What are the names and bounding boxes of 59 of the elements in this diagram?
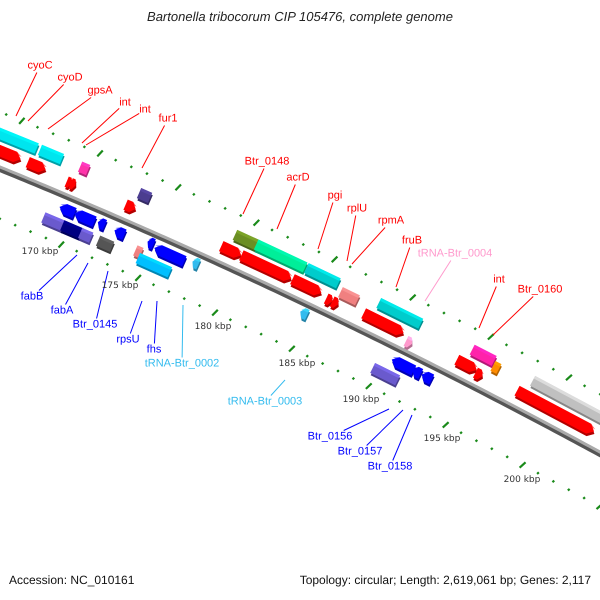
gene-label: tRNA-Btr_0002 [144, 358, 220, 370]
gene-label: int [119, 96, 131, 110]
leader-line [318, 202, 334, 250]
gene-label: cyoD [57, 72, 83, 84]
gene-label: int [493, 274, 505, 286]
leader-line [86, 112, 140, 146]
scale-label: 180 kbp [194, 322, 232, 332]
leader-line [478, 286, 497, 328]
leader-line [352, 227, 386, 264]
leader-line [16, 72, 38, 116]
leader-line [82, 108, 120, 144]
genome-info-text: Topology: circular; Length: 2,619,061 bp; Genes: 2,117 [300, 573, 591, 587]
gene-label: Btr_0145 [72, 318, 118, 332]
gene-label: gpsA [87, 84, 113, 98]
gene-label: Btr_0157 [338, 446, 382, 458]
leader-line [270, 380, 286, 396]
gene-label: tRNA-Btr_0004 [418, 248, 492, 260]
leader-line [346, 215, 356, 262]
leader-line [396, 247, 410, 288]
gene-label: fur1 [158, 112, 178, 126]
leader-line [392, 414, 412, 461]
leader-line [366, 410, 404, 446]
gene-label: pgi [328, 190, 342, 202]
leader-line [28, 84, 64, 122]
leader-line [424, 260, 452, 302]
gene-label: Btr_0158 [368, 460, 412, 474]
scale-label: 170 kbp [22, 247, 58, 257]
leader-line [242, 168, 264, 214]
gene-label: rplU [346, 202, 368, 216]
leader-line [65, 262, 88, 305]
gene-label: rpmA [378, 214, 404, 228]
accession-text: Accession: NC_010161 [9, 573, 134, 587]
gene-label: acrD [286, 172, 310, 184]
gene-label: int [139, 104, 151, 116]
leader-line [492, 296, 534, 336]
leader-line [96, 270, 108, 319]
scale-label: 185 kbp [278, 359, 316, 369]
scale-label: 190 kbp [342, 395, 380, 405]
gene-label: fabB [20, 290, 44, 304]
leader-line [130, 300, 142, 334]
gene-label: Btr_0148 [244, 156, 290, 168]
gene-label: fhs [146, 344, 162, 356]
leader-line [154, 300, 158, 344]
leader-line [48, 97, 92, 130]
scale-label: 195 kbp [424, 434, 460, 444]
scale-label: 200 kbp [504, 475, 540, 485]
title: Bartonella tribocorum CIP 105476, complete genome [146, 9, 454, 24]
leader-line [276, 184, 296, 230]
gene-label: tRNA-Btr_0003 [228, 396, 302, 408]
leader-line [38, 254, 78, 291]
gene-label: rpsU [116, 334, 140, 346]
leader-line [142, 125, 166, 168]
leader-line [343, 408, 390, 431]
gene-label: fabA [50, 304, 74, 318]
gene-label: cyoC [27, 60, 53, 72]
gene-label: fruB [402, 234, 422, 248]
gene-label: Btr_0156 [308, 430, 352, 444]
gene-label: Btr_0160 [518, 284, 562, 296]
leader-line [182, 304, 184, 358]
